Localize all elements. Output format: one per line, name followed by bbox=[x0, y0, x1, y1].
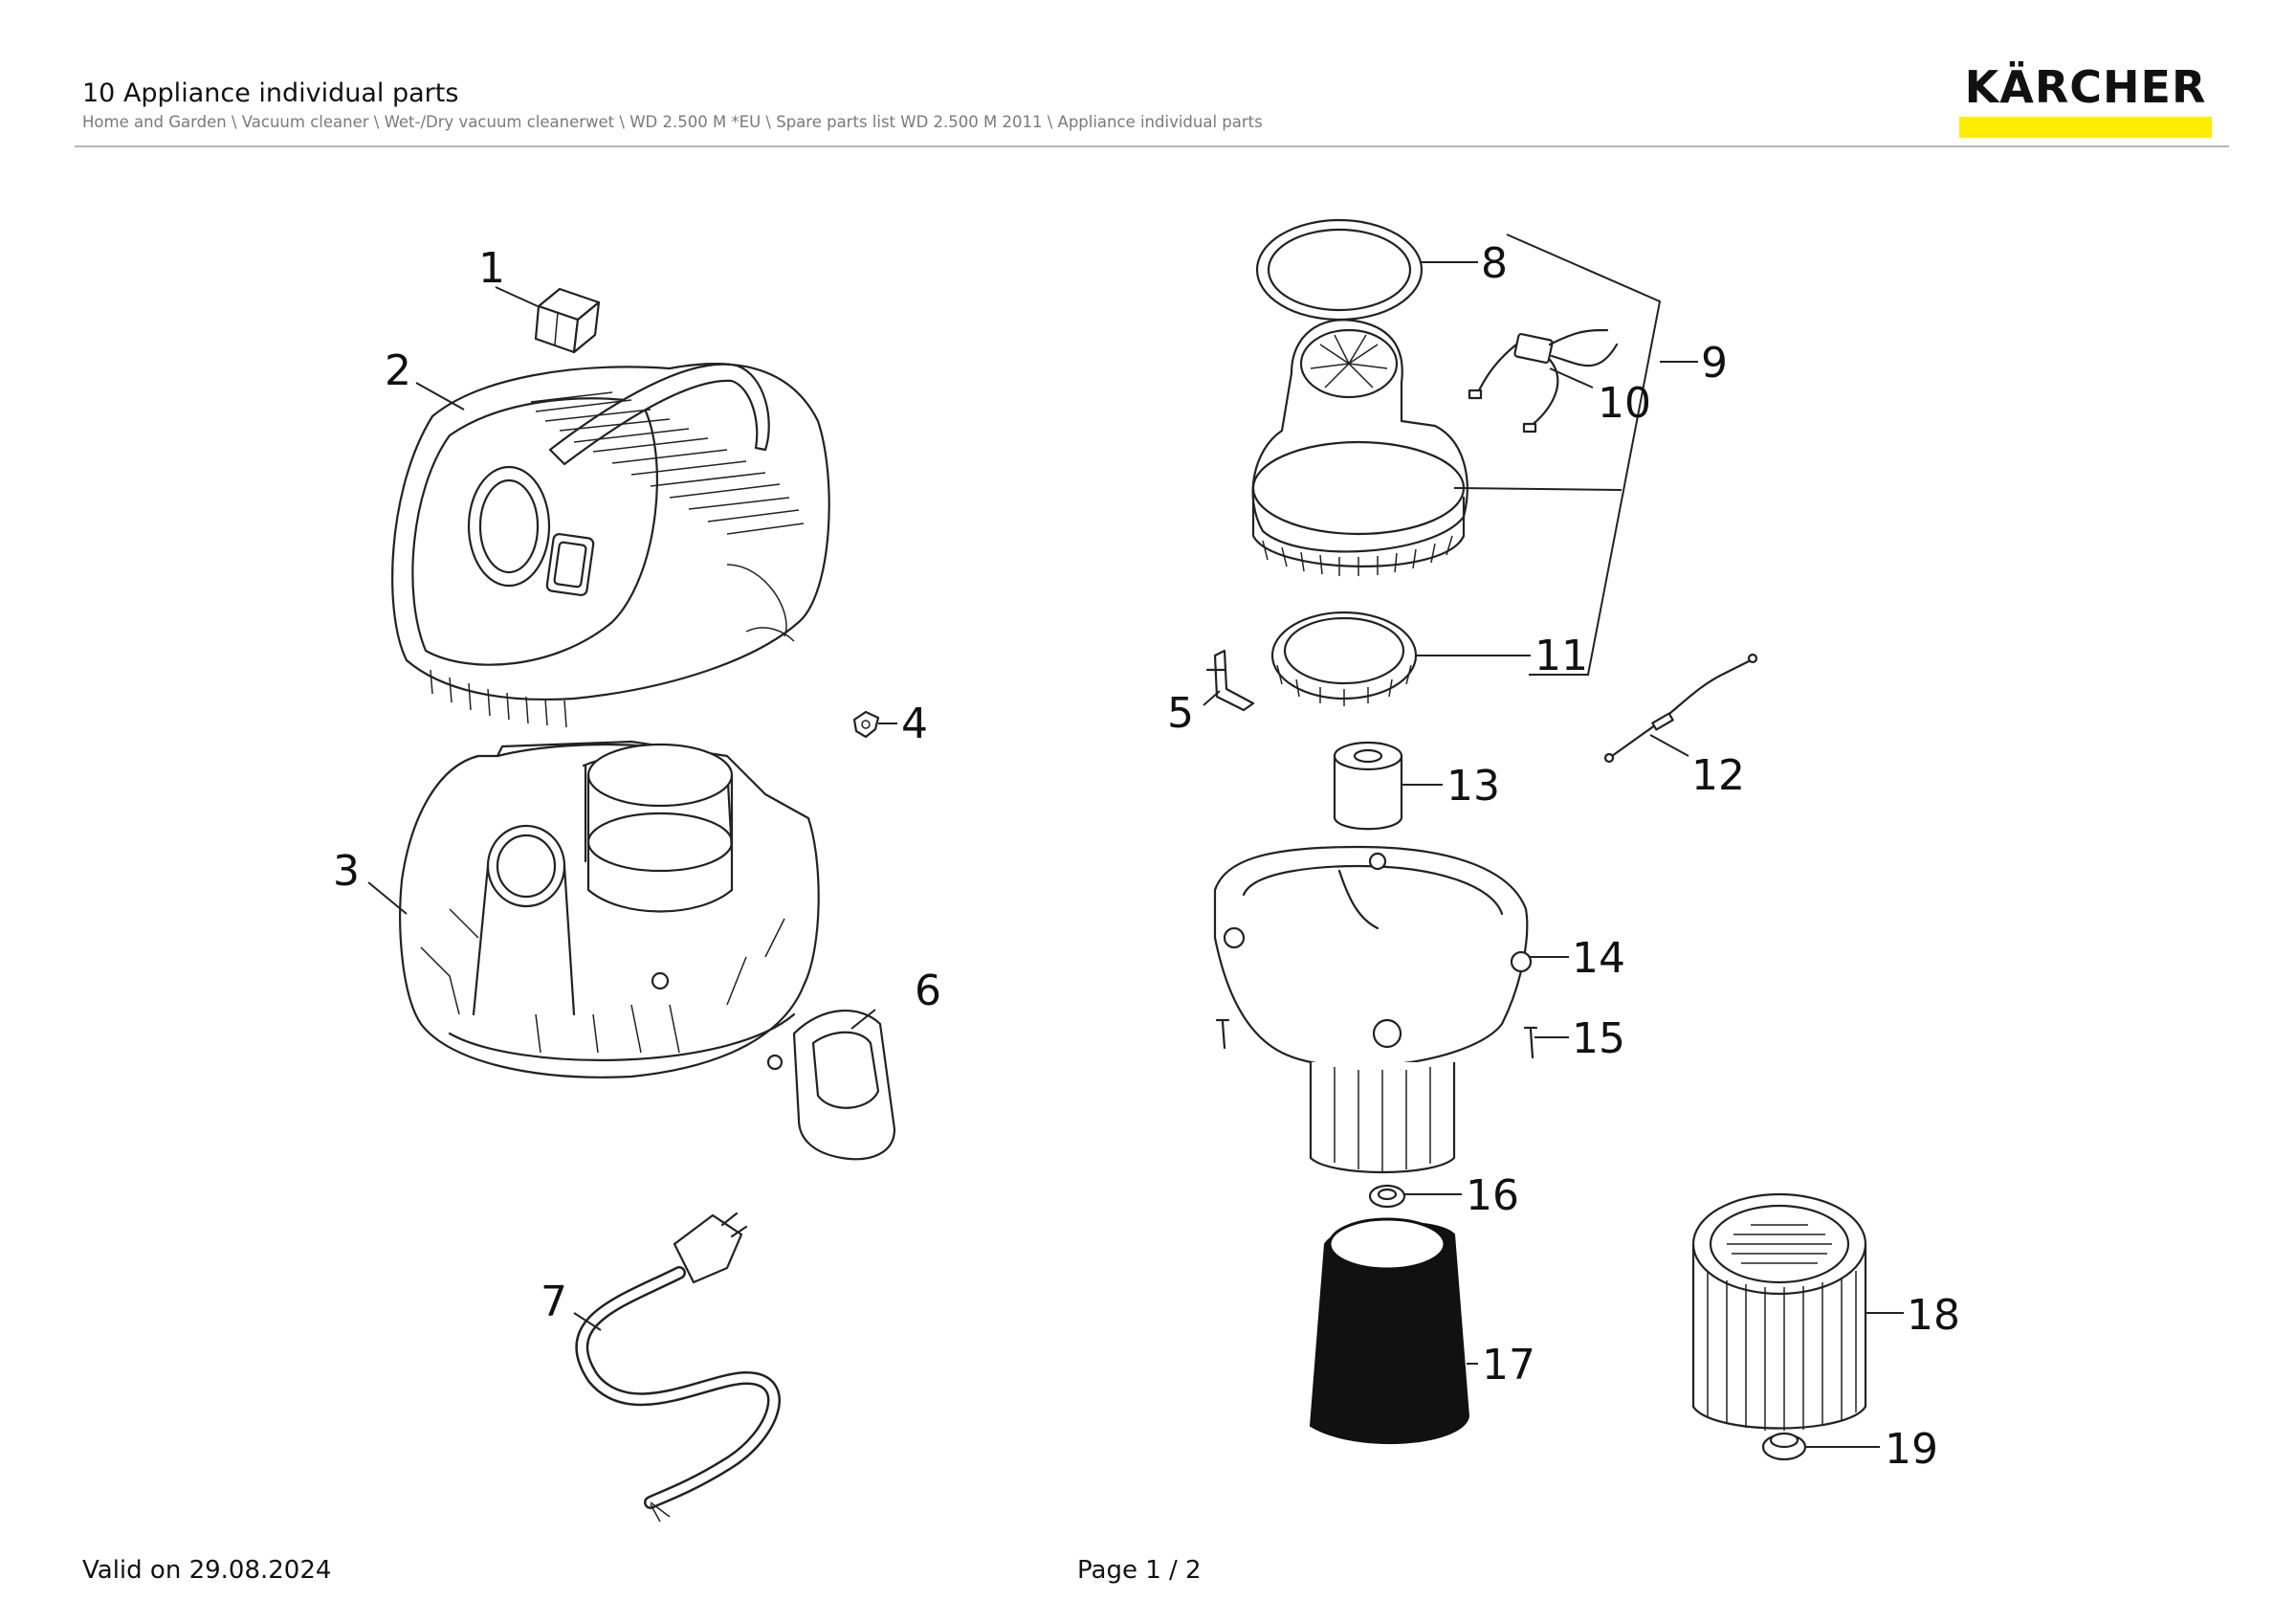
part-2-drawing bbox=[391, 363, 830, 728]
callout-18: 18 bbox=[1907, 1291, 1960, 1340]
part-16-drawing bbox=[1368, 1184, 1406, 1209]
part-10-drawing bbox=[1468, 328, 1619, 434]
breadcrumb: Home and Garden \ Vacuum cleaner \ Wet-/… bbox=[82, 113, 1263, 131]
header-divider bbox=[75, 145, 2229, 147]
part-6-drawing bbox=[766, 1009, 896, 1161]
leader-lines bbox=[367, 233, 1904, 1448]
callout-4: 4 bbox=[901, 700, 928, 748]
part-8-drawing bbox=[1255, 218, 1424, 322]
callout-3: 3 bbox=[333, 847, 360, 896]
part-5-drawing bbox=[1205, 649, 1255, 712]
part-3-drawing bbox=[399, 740, 820, 1078]
part-11-drawing bbox=[1270, 611, 1418, 706]
part-15-drawing bbox=[1215, 1018, 1538, 1059]
part-7-drawing bbox=[575, 1212, 781, 1523]
part-13-drawing bbox=[1333, 741, 1403, 831]
part-18-drawing bbox=[1691, 1192, 1867, 1431]
part-14-drawing bbox=[1213, 845, 1533, 1174]
part-4-drawing bbox=[852, 710, 880, 739]
callout-9: 9 bbox=[1701, 339, 1728, 388]
part-17-drawing bbox=[1309, 1217, 1470, 1445]
callout-17: 17 bbox=[1482, 1341, 1535, 1390]
callout-7: 7 bbox=[541, 1278, 567, 1326]
callout-19: 19 bbox=[1885, 1425, 1938, 1474]
callout-5: 5 bbox=[1167, 689, 1194, 738]
callout-11: 11 bbox=[1534, 632, 1588, 680]
footer-page-number: Page 1 / 2 bbox=[1077, 1556, 1202, 1585]
part-12-drawing bbox=[1603, 653, 1758, 764]
callout-13: 13 bbox=[1446, 762, 1500, 811]
callout-16: 16 bbox=[1466, 1171, 1519, 1220]
callout-14: 14 bbox=[1572, 934, 1625, 983]
logo-yellow-bar bbox=[1959, 117, 2212, 138]
callout-6: 6 bbox=[915, 967, 941, 1015]
brand-logo: KÄRCHER bbox=[1959, 61, 2212, 138]
callout-10: 10 bbox=[1598, 379, 1651, 428]
callout-2: 2 bbox=[385, 346, 411, 395]
callout-15: 15 bbox=[1572, 1014, 1625, 1063]
callout-12: 12 bbox=[1691, 751, 1745, 800]
part-19-drawing bbox=[1761, 1432, 1807, 1461]
footer-valid-date: Valid on 29.08.2024 bbox=[82, 1556, 332, 1585]
callout-1: 1 bbox=[478, 244, 505, 293]
page-title: 10 Appliance individual parts bbox=[82, 78, 459, 108]
part-9-drawing bbox=[1251, 319, 1468, 576]
callout-8: 8 bbox=[1481, 239, 1508, 288]
part-1-drawing bbox=[534, 287, 601, 354]
logo-wordmark: KÄRCHER bbox=[1964, 61, 2207, 113]
